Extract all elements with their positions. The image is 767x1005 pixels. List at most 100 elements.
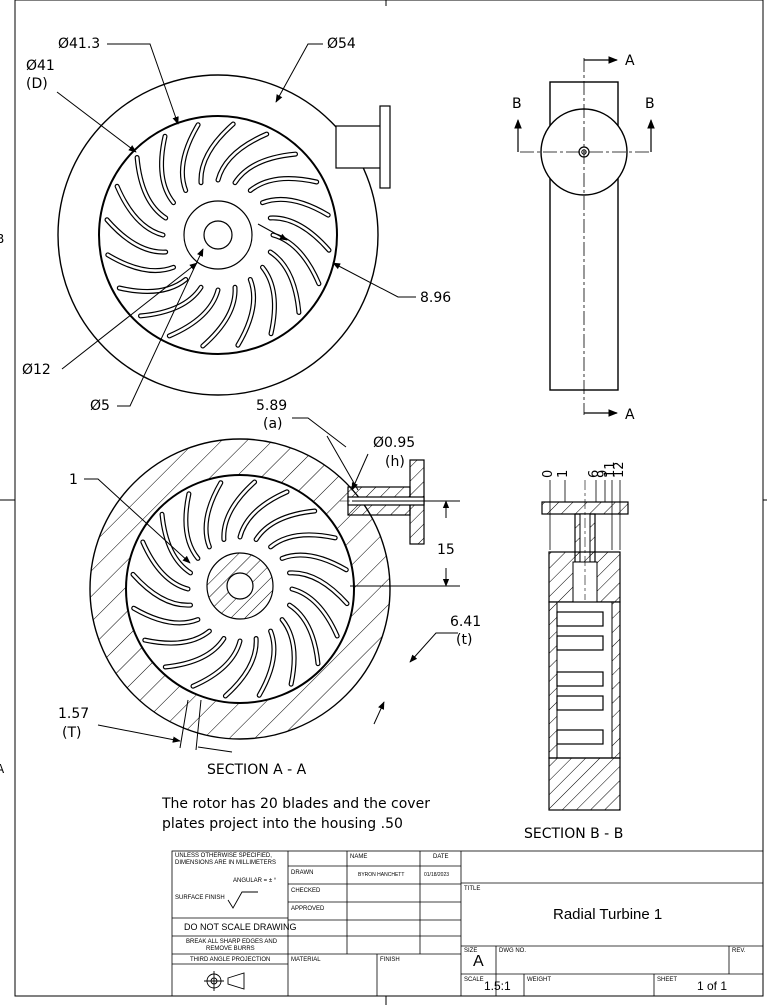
rotor-blade xyxy=(168,288,220,338)
rotor-blade xyxy=(131,573,192,607)
rotor-blade xyxy=(254,509,316,541)
dim-5-89-sub: (a) xyxy=(263,416,283,432)
title-block-grid xyxy=(171,850,764,997)
drawn-label: DRAWN xyxy=(291,870,314,876)
break-edges-line-2: REMOVE BURRS xyxy=(206,946,255,952)
drawn-name: BYRON HANCHETT xyxy=(358,872,405,878)
rotor-circle xyxy=(98,115,338,355)
dim-1-57: 1.57 xyxy=(58,706,89,722)
approved-label: APPROVED xyxy=(291,906,325,912)
rotor-blade xyxy=(269,533,337,549)
section-b-dim-label: 9 xyxy=(596,470,611,478)
section-b-dim-label: 6 xyxy=(587,470,602,478)
rotor-blade xyxy=(118,278,187,293)
finish-label: FINISH xyxy=(380,957,400,963)
tolerance-note-2: DIMENSIONS ARE IN MILLIMETERS xyxy=(175,860,277,866)
section-label-a-bottom: A xyxy=(625,407,635,423)
rotor-blade xyxy=(143,629,211,645)
rotor-blade xyxy=(184,492,200,560)
rotor-blade xyxy=(105,218,167,254)
section-a-view: 1 5.89 (a) Ø0.95 (h) 15 6.41 (t) 1.57 (T… xyxy=(58,398,481,778)
section-b-title: SECTION B - B xyxy=(524,826,623,842)
note-line-2: plates project into the housing .50 xyxy=(162,816,403,832)
checked-label: CHECKED xyxy=(291,888,321,894)
section-b-dim-label: 12 xyxy=(612,461,627,478)
housing-outer-circle xyxy=(57,74,379,396)
section-b-blades xyxy=(556,611,604,745)
dim-d5: Ø5 xyxy=(90,398,110,414)
surface-finish-symbol xyxy=(227,891,258,909)
section-b-dim-label: 11 xyxy=(603,461,618,478)
rotor-blade xyxy=(164,637,226,669)
dim-d12: Ø12 xyxy=(22,362,51,378)
rotor-blade xyxy=(267,215,332,253)
section-label-b-left: B xyxy=(512,96,522,112)
dim-15: 15 xyxy=(437,542,455,558)
rotor-blade xyxy=(199,122,235,184)
dim-8-96: 8.96 xyxy=(420,290,451,306)
rotor-blade xyxy=(249,177,318,192)
material-label: MATERIAL xyxy=(291,957,321,963)
projection-symbol xyxy=(204,971,245,991)
inlet-nozzle xyxy=(335,105,391,189)
rotor-blade xyxy=(132,606,200,625)
shaft-circle xyxy=(203,220,233,250)
rotor-blade xyxy=(141,540,190,591)
section-b-dim-label: 1 xyxy=(556,470,571,478)
dim-6-41: 6.41 xyxy=(450,614,481,630)
rotor-blade xyxy=(280,618,296,686)
size-label: SIZE xyxy=(464,948,478,954)
dim-d41: Ø41 xyxy=(26,58,55,74)
rotor-blade xyxy=(181,123,200,192)
projection-label: THIRD ANGLE PROJECTION xyxy=(190,957,271,963)
border-letter-a: A xyxy=(0,762,5,776)
rotor-blade xyxy=(271,233,321,285)
rotor-blade xyxy=(269,216,331,252)
dim-d41-sub: (D) xyxy=(26,76,48,92)
section-b-dim-label: 0 xyxy=(541,470,556,478)
dim-d54: Ø54 xyxy=(327,36,356,52)
do-not-scale-label: DO NOT SCALE DRAWING xyxy=(184,922,297,932)
section-arrows xyxy=(514,56,655,417)
rotor-blade xyxy=(290,587,339,638)
top-view-leaders xyxy=(56,43,416,407)
section-label-b-right: B xyxy=(645,96,655,112)
rotor-blade xyxy=(135,156,167,220)
scale-value: 1.5:1 xyxy=(484,979,511,993)
section-a-title: SECTION A - A xyxy=(207,762,307,778)
rotor-blade xyxy=(288,571,349,605)
rotor-blade xyxy=(261,266,276,335)
rotor-blade xyxy=(160,135,175,204)
rotor-blade xyxy=(106,253,175,272)
rotor-blade xyxy=(238,490,289,539)
dim-6-41-sub: (t) xyxy=(456,632,472,648)
dim-d41-3: Ø41.3 xyxy=(58,36,100,52)
rotor-blades xyxy=(104,121,332,349)
rotor-blade xyxy=(236,278,255,347)
rotor-blade xyxy=(288,603,320,665)
rev-label: REV. xyxy=(732,948,746,954)
rotor-blade xyxy=(261,198,330,217)
weight-label: WEIGHT xyxy=(527,977,551,983)
drawing-title: Radial Turbine 1 xyxy=(553,906,663,923)
rotor-blade xyxy=(280,553,348,572)
rotor-blade xyxy=(200,284,238,349)
dim-1: 1 xyxy=(69,472,78,488)
rotor-blade xyxy=(204,481,223,549)
rotor-blade xyxy=(139,286,203,318)
section-rotor-blades xyxy=(130,479,350,699)
rotor-blade xyxy=(257,629,276,697)
break-edges-line-1: BREAK ALL SHARP EDGES AND xyxy=(186,939,278,945)
surface-finish-label: SURFACE FINISH xyxy=(175,895,225,901)
rotor-blade xyxy=(198,121,236,186)
section-b-ext-lines xyxy=(549,480,621,550)
border-letter-b: B xyxy=(0,232,4,246)
rotor-blade xyxy=(233,152,297,184)
size-value: A xyxy=(473,953,484,970)
rotor-blade xyxy=(191,639,242,688)
section-leaders xyxy=(84,417,460,753)
rotor-blade xyxy=(216,132,268,182)
